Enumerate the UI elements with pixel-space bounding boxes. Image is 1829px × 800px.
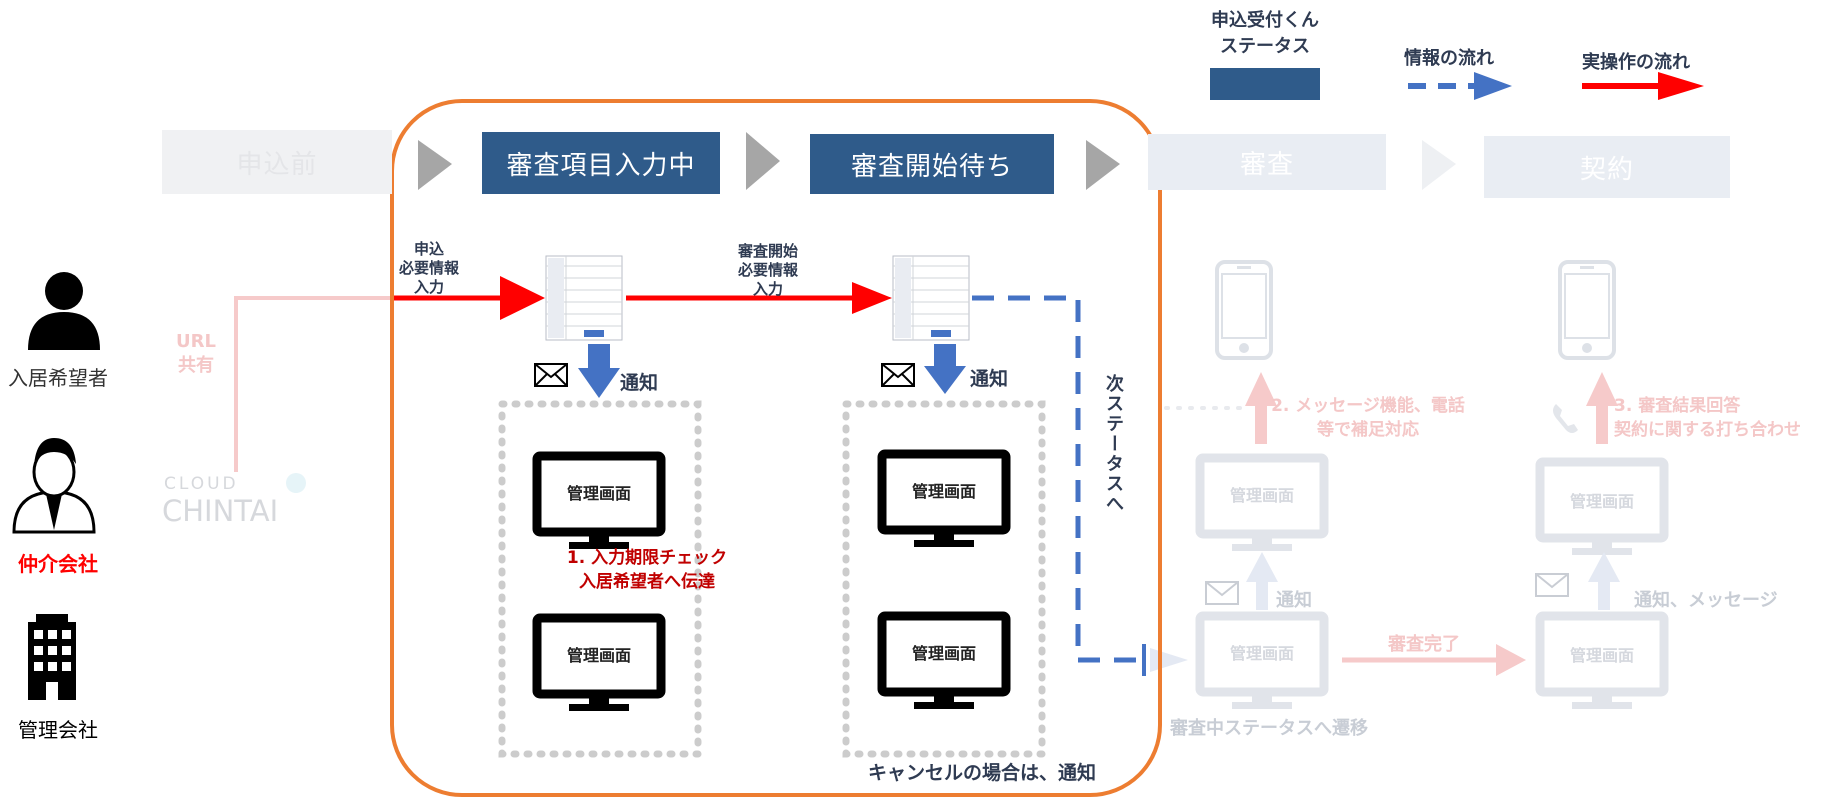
notify-label-1: 通知 bbox=[620, 372, 659, 394]
stage-chevron-3 bbox=[1086, 140, 1120, 190]
url-share-line bbox=[234, 296, 400, 472]
review-start-arrow-head bbox=[852, 282, 892, 314]
cancel-notice-label: キャンセルの場合は、通知 bbox=[868, 762, 1097, 784]
stage-chevron-2 bbox=[746, 132, 780, 190]
actor-applicant-label: 入居希望者 bbox=[8, 366, 108, 390]
review-complete-label: 審査完了 bbox=[1388, 634, 1460, 655]
admin-screen-label-1: 管理画面 bbox=[566, 484, 631, 503]
admin-screen-label-8: 管理画面 bbox=[1569, 646, 1634, 665]
review-complete-arrow-head bbox=[1496, 644, 1526, 676]
legend-info-head bbox=[1474, 72, 1512, 100]
phone-icon-2 bbox=[1558, 260, 1616, 360]
transition-to-review-label: 審査中ステータスへ遷移 bbox=[1170, 718, 1368, 739]
legend-actual-flow-label: 実操作の流れ bbox=[1582, 52, 1690, 73]
handset-icon bbox=[1553, 404, 1578, 433]
url-share-label: URL 共有 bbox=[176, 331, 216, 376]
notify-up-arrow-2 bbox=[1588, 552, 1620, 610]
notify-label-3: 通知 bbox=[1276, 590, 1312, 611]
input-arrow-head bbox=[500, 276, 545, 320]
notify-arrow-1-head bbox=[578, 368, 620, 398]
legend-info-flow-label: 情報の流れ bbox=[1404, 48, 1494, 69]
notify-up-arrow-1 bbox=[1246, 552, 1278, 610]
stage-review-waiting: 審査開始待ち bbox=[810, 134, 1054, 194]
admin-screen-label-6: 管理画面 bbox=[1229, 644, 1294, 663]
notify-label-2: 通知 bbox=[970, 368, 1009, 390]
cloud-logo-line2: CHINTAI bbox=[162, 494, 279, 528]
actor-broker-label: 仲介会社 bbox=[18, 552, 98, 576]
actor-management-label: 管理会社 bbox=[18, 718, 98, 742]
message-support-label: 2. メッセージ機能、電話 等で補足対応 bbox=[1271, 396, 1465, 440]
admin-screen-label-5: 管理画面 bbox=[1229, 486, 1294, 505]
review-start-input-label: 審査開始 必要情報 入力 bbox=[737, 242, 798, 298]
notify-arrow-1-shaft bbox=[588, 344, 610, 370]
highlight-frame bbox=[390, 99, 1162, 797]
mail-icon-1 bbox=[534, 363, 568, 387]
cloud-logo-line1: CLOUD bbox=[164, 474, 239, 494]
admin-screen-label-3: 管理画面 bbox=[911, 482, 976, 501]
result-arrow-shaft bbox=[1596, 404, 1608, 444]
admin-screen-label-2: 管理画面 bbox=[566, 646, 631, 665]
legend-status-swatch bbox=[1210, 68, 1320, 100]
stage-chevron-4 bbox=[1422, 140, 1456, 190]
notify-message-label: 通知、メッセージ bbox=[1634, 590, 1778, 611]
stage-chevron-1 bbox=[418, 140, 452, 190]
next-status-label: 次ステータスへ bbox=[1103, 374, 1124, 514]
mail-icon-3 bbox=[1205, 581, 1239, 605]
legend-actual-head bbox=[1658, 72, 1704, 100]
form-document-1 bbox=[545, 255, 623, 341]
support-arrow-head bbox=[1245, 372, 1277, 406]
review-result-label: 3. 審査結果回答 契約に関する打ち合わせ bbox=[1614, 396, 1801, 440]
next-status-arrow-faded bbox=[1150, 648, 1188, 672]
stage-pre-application: 申込前 bbox=[162, 130, 392, 194]
input-required-label: 申込 必要情報 入力 bbox=[398, 240, 459, 296]
stage-review-input: 審査項目入力中 bbox=[482, 132, 720, 194]
result-arrow-head bbox=[1586, 372, 1618, 406]
next-status-line bbox=[972, 295, 1142, 663]
legend-status-label: 申込受付くん ステータス bbox=[1211, 10, 1319, 57]
stage-review: 審査 bbox=[1148, 134, 1386, 190]
admin-screen-label-7: 管理画面 bbox=[1569, 492, 1634, 511]
deadline-check-label: 1. 入力期限チェック 入居希望者へ伝達 bbox=[566, 548, 728, 592]
notify-arrow-2-head bbox=[924, 366, 966, 394]
support-arrow-shaft bbox=[1255, 404, 1267, 444]
phone-icon-1 bbox=[1215, 260, 1273, 360]
form-document-2 bbox=[892, 255, 970, 341]
admin-screen-label-4: 管理画面 bbox=[911, 644, 976, 663]
applicant-icon bbox=[28, 272, 100, 350]
logo-mark bbox=[286, 473, 306, 493]
notify-arrow-2-shaft bbox=[934, 344, 956, 368]
stage-contract: 契約 bbox=[1484, 136, 1730, 198]
broker-icon bbox=[12, 438, 96, 534]
building-icon bbox=[28, 614, 76, 700]
mail-icon-2 bbox=[881, 363, 915, 387]
mail-icon-4 bbox=[1535, 573, 1569, 597]
